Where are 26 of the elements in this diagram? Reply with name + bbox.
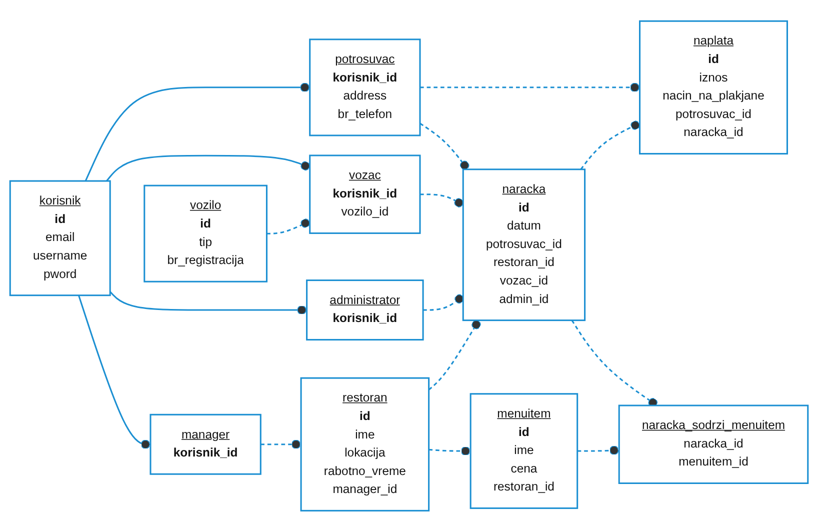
connector — [571, 320, 658, 408]
node-box: manager korisnik_id — [150, 414, 262, 475]
node-box: administrator korisnik_id — [306, 280, 424, 341]
node-box: naracka_sodrzi_menuitem naracka_id menuitem_id — [618, 404, 809, 484]
connector — [428, 320, 481, 391]
connector — [84, 82, 310, 182]
node-box: potrosuvac korisnik_id address br_telefon — [309, 38, 421, 136]
connector — [266, 218, 310, 234]
connector — [428, 446, 471, 456]
node-box: vozilo id tip br_registracija — [144, 184, 268, 282]
connector — [78, 295, 150, 450]
node-box: menuitem id ime cena restoran_id — [470, 393, 578, 510]
node-box: vozac korisnik_id vozilo_id — [309, 154, 421, 234]
node-box: naplata id iznos nacin_na_plakjane potrosuvac_id naracka_id — [639, 20, 788, 155]
connector — [420, 194, 464, 208]
node-box: restoran id ime lokacija rabotno_vreme manager_id — [300, 377, 430, 512]
connector — [420, 122, 470, 170]
connector — [577, 446, 620, 456]
connector — [420, 82, 640, 92]
connector — [106, 155, 310, 182]
connector — [580, 120, 640, 170]
node-box: naracka id datum potrosuvac_id restoran_id vozac_id admin_id — [462, 168, 586, 322]
connector — [110, 291, 307, 315]
connector — [260, 440, 302, 450]
node-box: korisnik id email username pword — [9, 180, 111, 296]
connector — [423, 294, 464, 311]
